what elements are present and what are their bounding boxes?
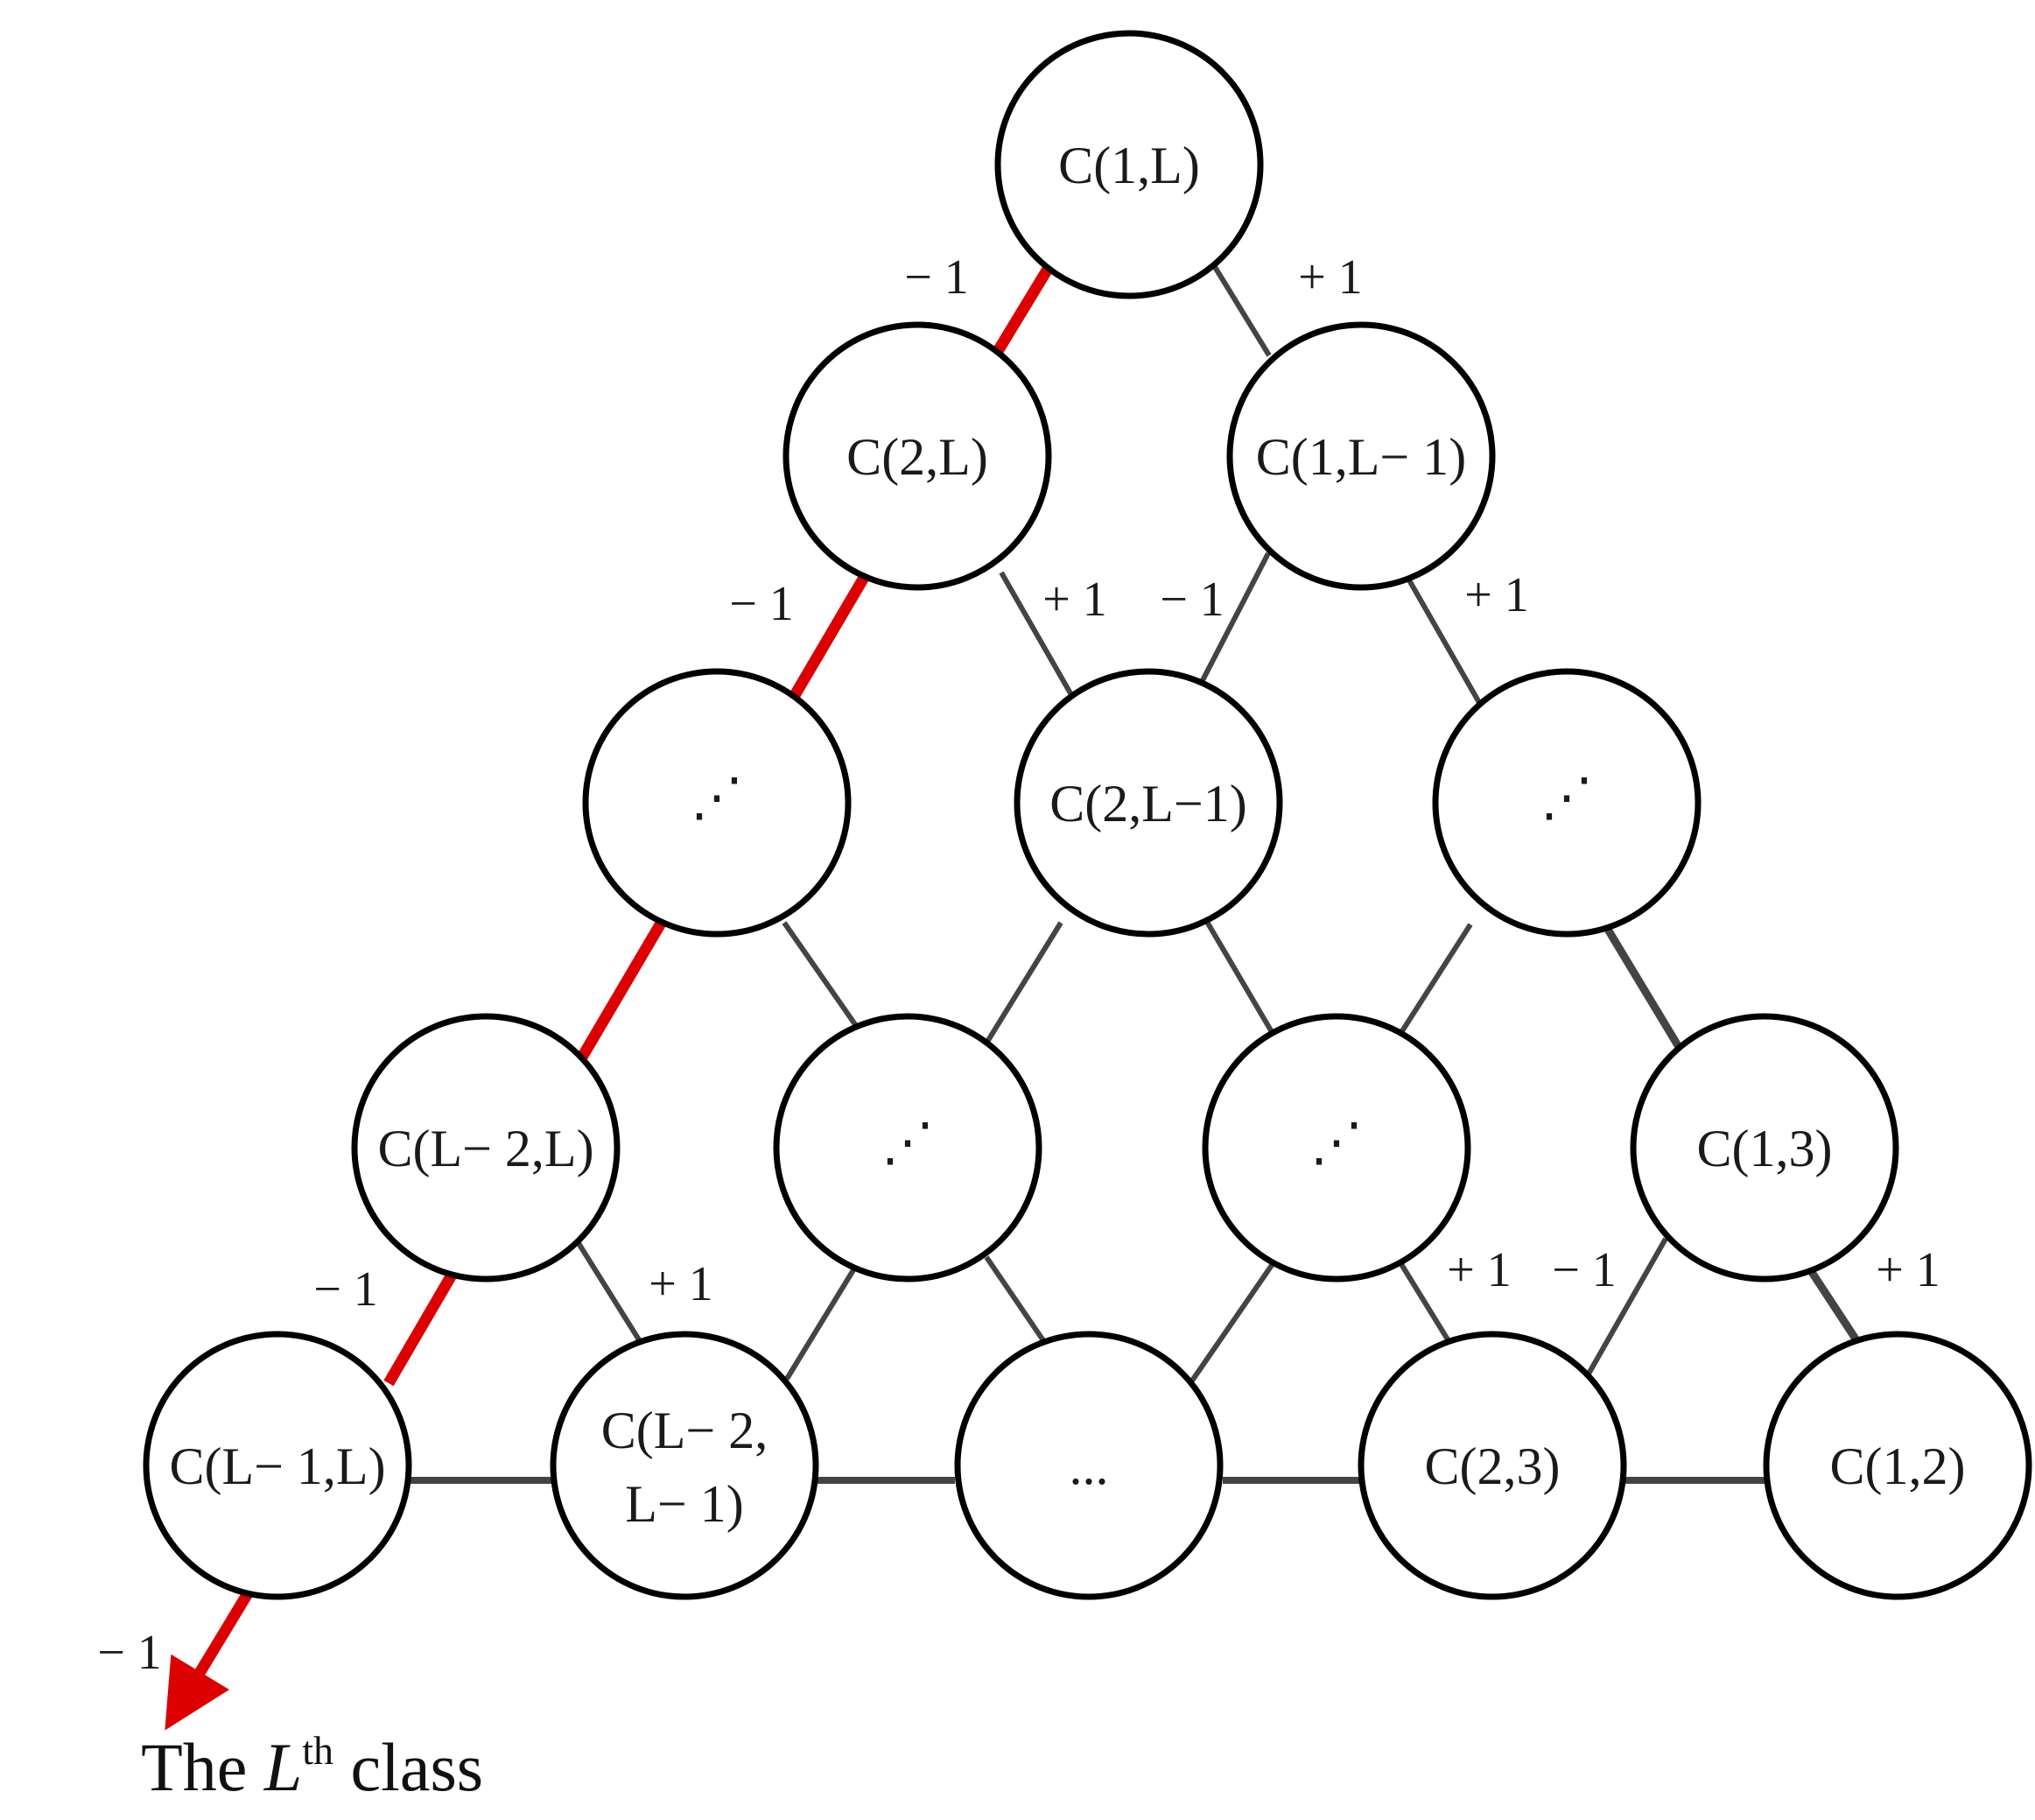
edge-label-plus: + 1 xyxy=(1298,250,1363,305)
node-label: C(1,2) xyxy=(1830,1437,1966,1495)
edge-gray xyxy=(1402,571,1484,707)
node-row4-mid-right: ⋰ xyxy=(1202,1013,1471,1282)
node-c-1-3: C(1,3) xyxy=(1630,1013,1899,1282)
node-c-2-Lm1: C(2,L−1) xyxy=(1014,668,1283,938)
edge-gray xyxy=(1800,1256,1863,1348)
node-label: C(L− 2, xyxy=(601,1402,768,1459)
node-row3-left: ⋰ xyxy=(582,668,852,938)
edge-gray xyxy=(574,1239,651,1357)
edge-gray xyxy=(1212,265,1272,357)
edge-label-plus: + 1 xyxy=(1464,568,1529,622)
edge-red-3 xyxy=(575,918,667,1064)
node-c-Lm2-Lm1: C(L− 2, L− 1) xyxy=(550,1331,819,1600)
edge-gray xyxy=(1394,1255,1460,1357)
node-label: L− 1) xyxy=(625,1475,743,1533)
edge-label-plus: + 1 xyxy=(1876,1243,1940,1297)
node-label: C(2,L−1) xyxy=(1049,775,1246,833)
node-label: C(L− 1,L) xyxy=(169,1437,385,1495)
caption-italic-L: L xyxy=(263,1729,302,1805)
edge-label-minus: − 1 xyxy=(313,1262,378,1317)
node-c-1-L: C(1,L) xyxy=(994,30,1264,299)
node-label: ⋰ xyxy=(691,769,743,826)
node-label: ⋰ xyxy=(881,1114,934,1171)
edge-red-1 xyxy=(987,263,1055,363)
edge-label-minus: − 1 xyxy=(729,577,794,631)
node-bottom-ellipsis: ... xyxy=(954,1331,1224,1600)
edge-gray xyxy=(1198,552,1271,685)
edge-gray xyxy=(985,921,1063,1044)
node-c-Lm1-L: C(L− 1,L) xyxy=(143,1331,412,1600)
edge-gray xyxy=(1204,920,1280,1043)
edge-gray xyxy=(1585,1237,1668,1377)
output-arrow xyxy=(165,1583,257,1731)
edge-label-minus: − 1 xyxy=(97,1626,162,1680)
node-label: ⋰ xyxy=(1310,1114,1363,1171)
edge-red-4 xyxy=(383,1258,465,1387)
node-c-1-2: C(1,2) xyxy=(1763,1331,2032,1600)
caption-suffix: class xyxy=(333,1729,483,1805)
node-label: C(1,L− 1) xyxy=(1256,428,1466,486)
caption-prefix: The xyxy=(141,1729,264,1805)
edge-label-minus: − 1 xyxy=(904,250,969,305)
node-label: ⋰ xyxy=(1540,769,1593,826)
edge-label-minus: − 1 xyxy=(1552,1243,1617,1297)
edge-red-2 xyxy=(786,568,873,705)
node-row4-mid-left: ⋰ xyxy=(773,1013,1042,1282)
edge-label-minus: − 1 xyxy=(1160,573,1225,627)
edge-label-plus: + 1 xyxy=(1042,573,1107,627)
edge-gray xyxy=(1188,1257,1279,1385)
node-label: C(2,L) xyxy=(846,428,988,486)
node-label: C(1,L) xyxy=(1058,137,1200,194)
edge-label-plus: + 1 xyxy=(1447,1243,1512,1297)
edge-gray xyxy=(782,921,867,1040)
node-c-Lm2-L: C(L− 2,L) xyxy=(351,1013,621,1282)
edge-gray xyxy=(1396,923,1473,1038)
node-c-1-Lm1: C(1,L− 1) xyxy=(1226,321,1496,591)
edge-gray xyxy=(999,571,1073,695)
edge-label-plus: + 1 xyxy=(649,1257,713,1311)
node-c-2-L: C(2,L) xyxy=(782,321,1052,591)
node-label: C(2,3) xyxy=(1425,1437,1561,1495)
node-label: C(1,3) xyxy=(1697,1120,1833,1177)
nodes: C(1,L) C(2,L) C(1,L− 1) ⋰ C(2,L−1) ⋰ C(L… xyxy=(143,30,2032,1600)
node-label: ... xyxy=(1070,1437,1109,1495)
edge-labels: − 1 + 1 − 1 + 1 − 1 + 1 − 1 + 1 + 1 − 1 … xyxy=(97,250,1940,1680)
node-row3-right: ⋰ xyxy=(1432,668,1702,938)
caption-superscript: th xyxy=(302,1728,333,1773)
node-label: C(L− 2,L) xyxy=(377,1120,593,1177)
node-c-2-3: C(2,3) xyxy=(1358,1331,1627,1600)
output-class-caption: The Lth class xyxy=(57,1728,535,1805)
edge-gray xyxy=(784,1255,864,1381)
edge-gray xyxy=(1601,921,1682,1050)
edge-gray xyxy=(984,1255,1053,1353)
edges xyxy=(165,263,1863,1731)
